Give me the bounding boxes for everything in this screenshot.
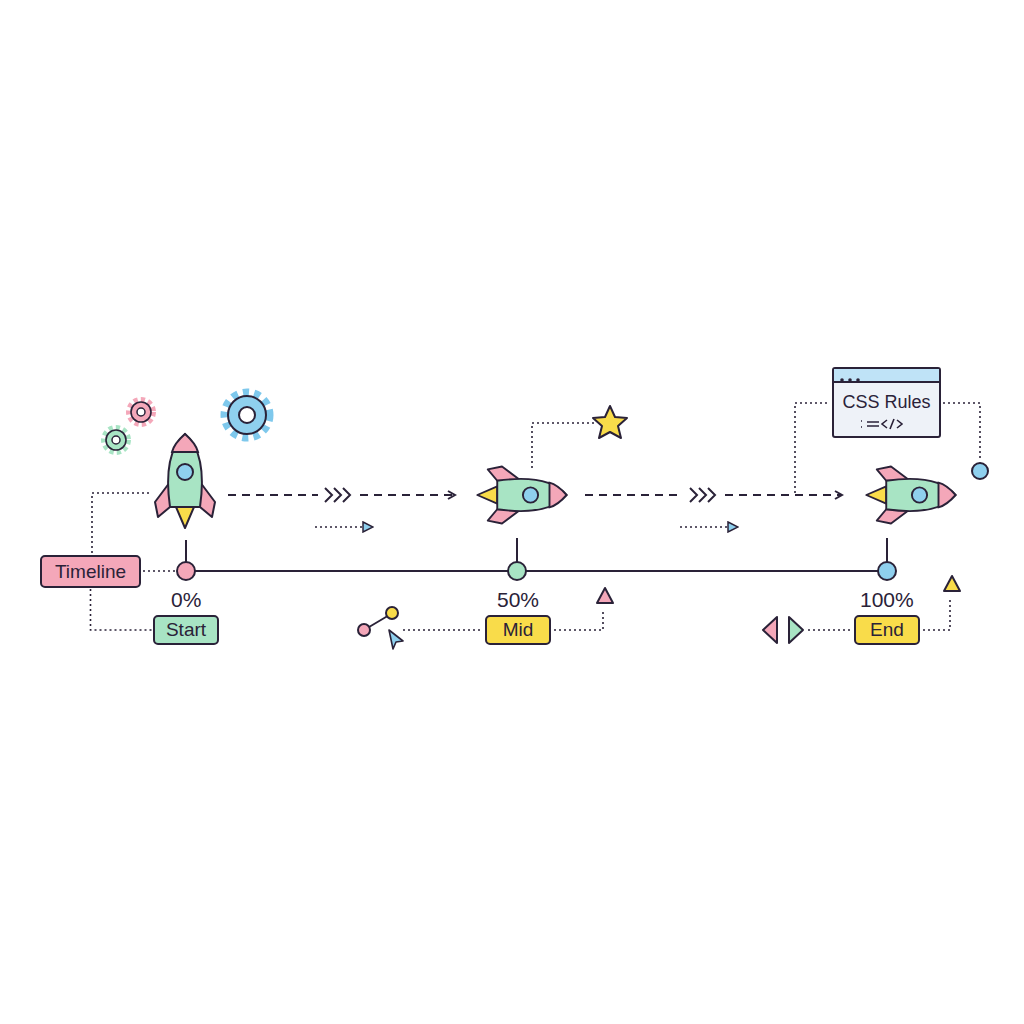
end-dot xyxy=(972,463,988,479)
triangle-icon xyxy=(944,576,960,591)
timeline-axis xyxy=(177,538,896,580)
star-icon xyxy=(593,406,627,438)
end-tag: End xyxy=(854,615,920,645)
node-text: Start xyxy=(166,619,206,641)
left-arrow-icon xyxy=(763,617,777,643)
node-text: End xyxy=(870,619,904,641)
code-icon xyxy=(857,417,917,431)
window-header xyxy=(834,369,939,383)
percent-label: 0% xyxy=(171,588,201,612)
rocket-icon xyxy=(477,467,566,524)
timeline-tag: Timeline xyxy=(40,555,141,588)
share-icon xyxy=(358,607,403,649)
node-text: Mid xyxy=(503,619,534,641)
css-window: CSS Rules xyxy=(832,367,941,438)
rocket-icon xyxy=(866,467,955,524)
dotted-connector xyxy=(91,589,153,630)
rocket-icon xyxy=(155,434,215,528)
percent-label: 50% xyxy=(497,588,539,612)
percent-label: 100% xyxy=(860,588,914,612)
triangle-icon xyxy=(597,588,613,603)
node-text: Timeline xyxy=(55,561,126,583)
right-arrow-icon xyxy=(789,617,803,643)
node-text: CSS Rules xyxy=(842,392,930,413)
window-dots xyxy=(834,374,874,386)
mid-tag: Mid xyxy=(485,615,551,645)
start-tag: Start xyxy=(153,615,219,645)
